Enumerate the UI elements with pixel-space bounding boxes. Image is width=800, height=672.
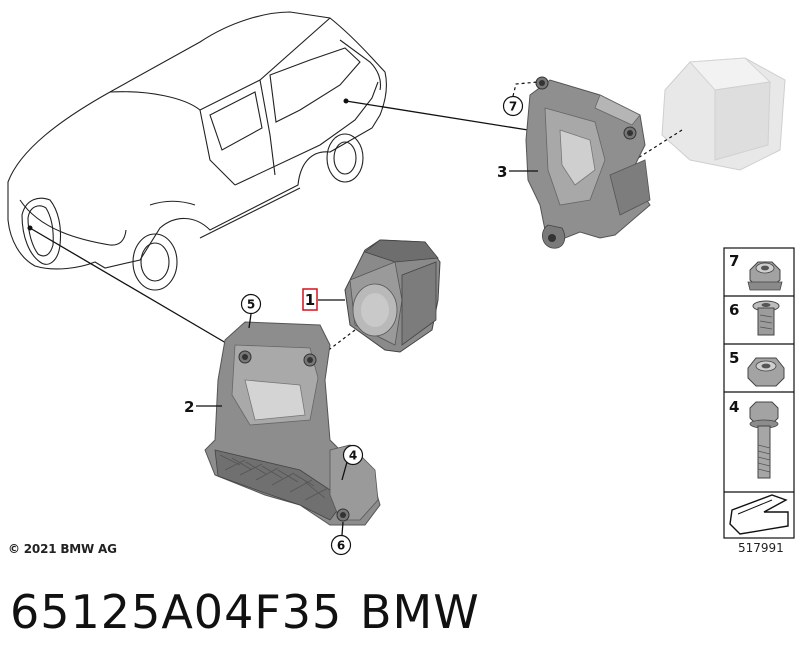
brand-name: BMW — [360, 585, 480, 639]
flange-nut-icon — [747, 261, 783, 291]
callout-label-4: 4 — [349, 449, 357, 463]
callout-label-6: 6 — [337, 539, 345, 553]
legend-label-4: 4 — [729, 398, 739, 416]
callout-part-3[interactable]: 3 — [497, 163, 538, 181]
leader-car-rear — [345, 100, 529, 131]
copyright-notice: © 2021 BMW AG — [8, 542, 117, 556]
legend-panel: 7 6 5 — [723, 247, 795, 539]
highlight-box — [302, 288, 318, 311]
callout-label-2: 2 — [184, 398, 194, 416]
rivet-nut-icon — [752, 300, 780, 336]
callout-part-1[interactable]: 1 — [302, 288, 345, 311]
leader-part-5 — [248, 313, 252, 329]
hex-nut-icon — [747, 357, 785, 387]
callout-part-7[interactable]: 7 — [502, 81, 539, 117]
leader-part-6 — [341, 521, 344, 536]
diagram-id: 517991 — [738, 541, 784, 555]
ghost-sensor — [661, 57, 786, 171]
callout-label-3: 3 — [497, 163, 507, 181]
callout-label-5: 5 — [247, 298, 255, 312]
callout-label-1: 1 — [305, 291, 315, 309]
part-number: 65125A04F35 — [10, 585, 343, 639]
hex-bolt-icon — [749, 401, 779, 479]
direction-arrow-icon — [729, 494, 789, 535]
legend-item-6[interactable]: 6 — [729, 300, 780, 336]
leader-part-4 — [341, 461, 348, 481]
upper-bracket — [525, 76, 651, 249]
dash-radar-sensor — [321, 329, 356, 356]
legend-label-7: 7 — [729, 252, 739, 270]
lower-bracket — [204, 321, 381, 526]
car-outline — [7, 11, 387, 291]
leader-part-7 — [512, 81, 539, 97]
legend-item-7[interactable]: 7 — [729, 252, 783, 291]
callout-part-5[interactable]: 5 — [240, 293, 262, 329]
leader-car-front — [29, 227, 227, 344]
legend-label-5: 5 — [729, 349, 739, 367]
callout-part-2[interactable]: 2 — [184, 398, 222, 416]
callout-part-6[interactable]: 6 — [330, 521, 352, 556]
dash-ghost-sensor — [637, 129, 683, 159]
legend-item-5[interactable]: 5 — [729, 349, 785, 387]
radar-sensor — [344, 239, 441, 353]
callout-label-7: 7 — [509, 100, 517, 114]
callout-part-4[interactable]: 4 — [341, 444, 364, 481]
legend-item-4[interactable]: 4 — [729, 398, 779, 479]
legend-label-6: 6 — [729, 301, 739, 319]
